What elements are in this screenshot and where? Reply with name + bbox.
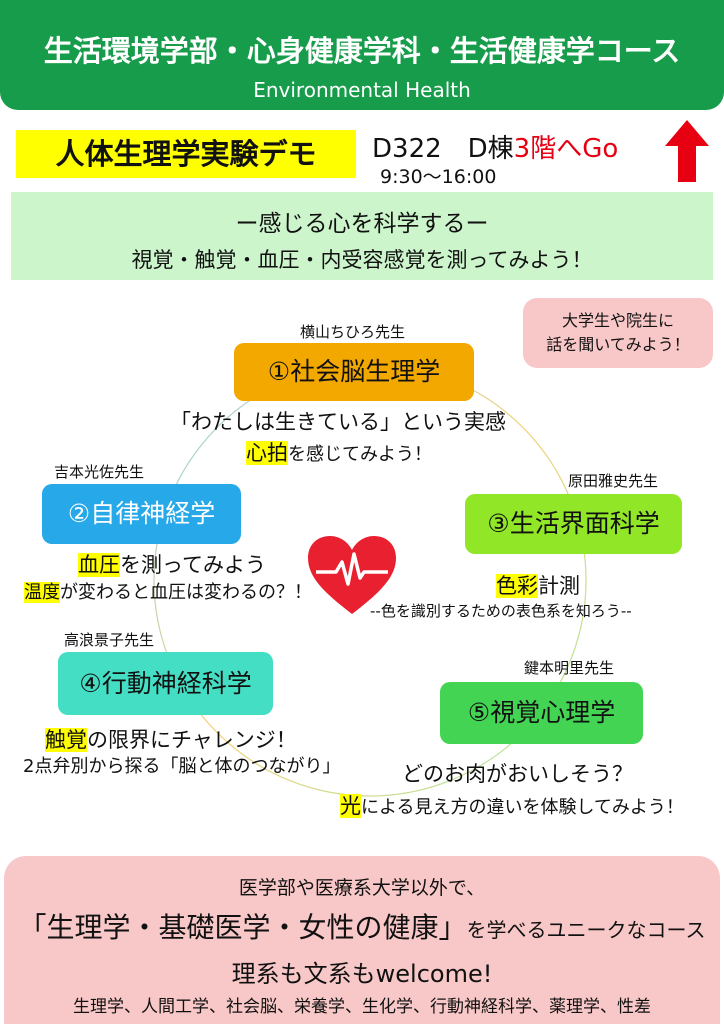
course-line-2: 「生理学・基礎医学・女性の健康」を学べるユニークなコース [4, 906, 720, 946]
ask-students-box: 大学生や院生に 話を聞いてみよう！ [523, 298, 713, 368]
lab5-highlight: 光 [340, 794, 361, 818]
ask-line-1: 大学生や院生に [561, 311, 674, 330]
lab4-desc-1-rest: の限界にチャレンジ！ [87, 728, 297, 752]
lab4-title: ④行動神経科学 [58, 652, 273, 715]
lab1-desc-1: 「わたしは生きている」という実感 [170, 410, 506, 434]
lab5-desc-1: どのお肉がおいしそう？ [402, 762, 633, 786]
course-unique: を学べるユニークなコース [466, 918, 706, 942]
lab5-desc-2: 光による見え方の違いを体験してみよう！ [340, 790, 684, 820]
tagline-sub: 視覚・触覚・血圧・内受容感覚を測ってみよう！ [131, 248, 593, 272]
course-subjects: 生理学、人間工学、社会脳、栄養学、生化学、行動神経科学、薬理学、性差 [73, 997, 651, 1017]
floor-go: 3階へGo [513, 134, 619, 164]
lab2-highlight-2: 温度 [24, 582, 60, 603]
course-line-1: 医学部や医療系大学以外で、 [238, 877, 486, 899]
tagline-main: ー感じる心を科学するー [235, 211, 489, 237]
lab2-highlight-1: 血圧 [78, 553, 120, 577]
lab4-desc-2: 2点弁別から探る「脳と体のつながり」 [23, 756, 341, 777]
lab3-desc-1: 色彩計測 [496, 570, 580, 600]
lab2-title: ②自律神経学 [42, 484, 241, 544]
lab2-desc-2: 温度が変わると血圧は変わるの？！ [24, 578, 312, 604]
tagline-band: ー感じる心を科学するー 視覚・触覚・血圧・内受容感覚を測ってみよう！ [11, 192, 713, 280]
header-subtitle: Environmental Health [253, 78, 471, 102]
lab5-title: ⑤視覚心理学 [440, 682, 643, 744]
lab1-highlight: 心拍 [246, 441, 288, 465]
course-fields: 「生理学・基礎医学・女性の健康」 [18, 911, 467, 944]
up-arrow-icon [665, 120, 709, 182]
lab5-desc-2-rest: による見え方の違いを体験してみよう！ [361, 797, 684, 818]
lab3-teacher: 原田雅史先生 [568, 472, 659, 490]
demo-title: 人体生理学実験デモ [16, 130, 356, 178]
lab2-desc-2-rest: が変わると血圧は変わるの？！ [60, 582, 312, 603]
lab1-teacher: 横山ちひろ先生 [300, 323, 406, 341]
lab4-highlight: 触覚 [45, 728, 87, 752]
lab2-desc-1-rest: を測ってみよう [120, 553, 266, 577]
lab3-desc-1-rest: 計測 [538, 574, 580, 598]
course-welcome: 理系も文系もwelcome! [231, 960, 493, 988]
demo-time: 9:30〜16:00 [380, 166, 497, 188]
lab1-desc-2: 心拍を感じてみよう！ [246, 437, 432, 467]
lab2-teacher: 吉本光佐先生 [54, 463, 145, 481]
header-banner: 生活環境学部・心身健康学科・生活健康学コース Environmental Hea… [0, 0, 724, 110]
lab4-desc-1: 触覚の限界にチャレンジ！ [45, 724, 297, 754]
heart-pulse-icon [308, 536, 396, 614]
lab2-desc-1: 血圧を測ってみよう [78, 549, 266, 579]
ask-line-2: 話を聞いてみよう！ [546, 335, 690, 354]
lab5-teacher: 鍵本明里先生 [524, 659, 615, 677]
lab3-title: ③生活界面科学 [465, 494, 682, 554]
room-info: D322 D棟3階へGo [372, 128, 618, 165]
lab1-title: ①社会脳生理学 [234, 343, 474, 401]
lab3-highlight: 色彩 [496, 574, 538, 598]
lab4-teacher: 高浪景子先生 [64, 631, 155, 649]
lab3-desc-2: --色を識別するための表色系を知ろう-- [370, 602, 632, 620]
lab1-desc-2-rest: を感じてみよう！ [288, 444, 432, 465]
header-title: 生活環境学部・心身健康学科・生活健康学コース [43, 34, 681, 68]
course-info-box: 医学部や医療系大学以外で、 「生理学・基礎医学・女性の健康」を学べるユニークなコ… [4, 856, 720, 1024]
room-number: D322 D棟 [372, 134, 514, 164]
